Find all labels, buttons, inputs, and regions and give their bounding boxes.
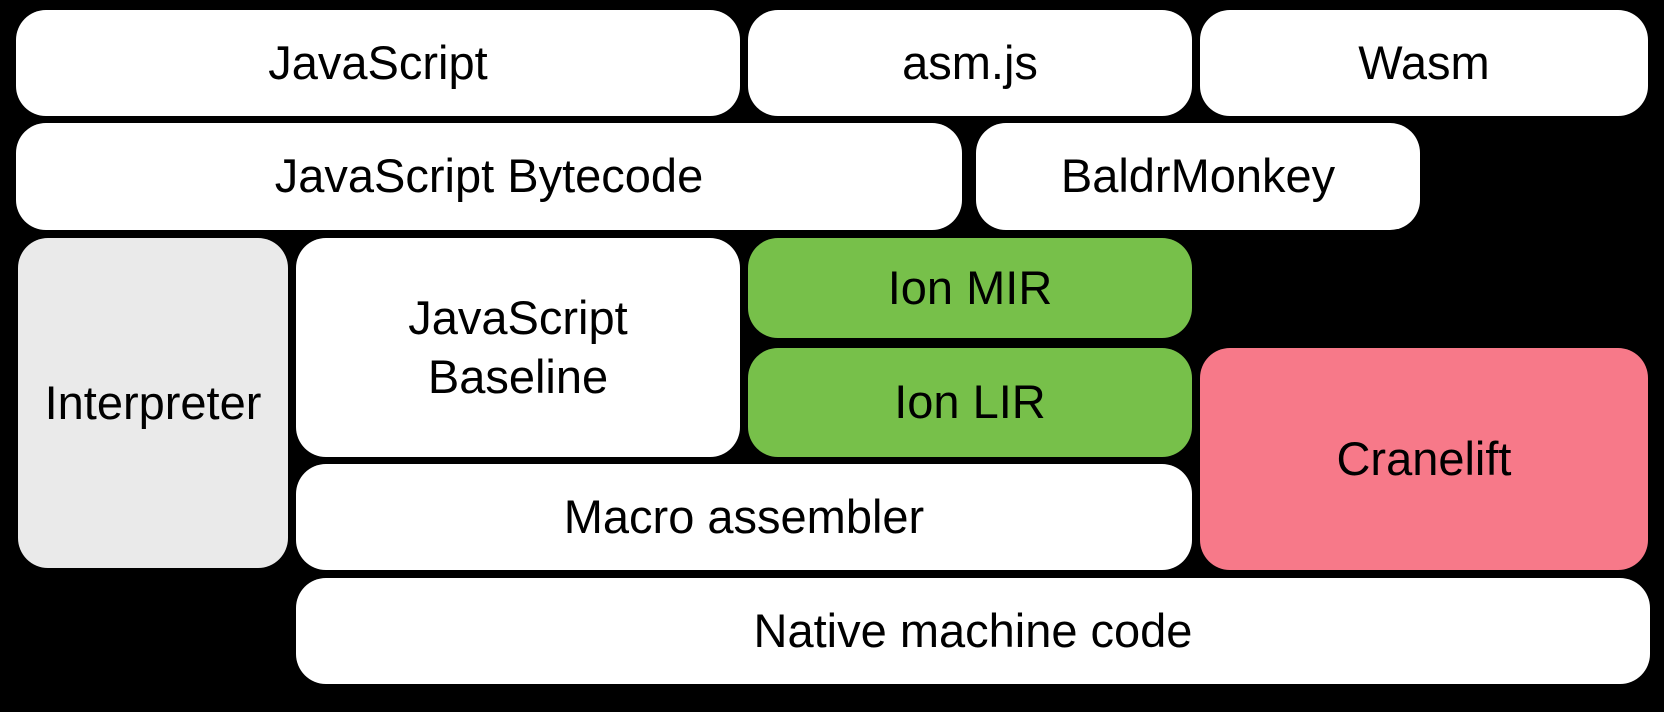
box-javascript-baseline-line2: Baseline (427, 349, 609, 403)
box-javascript-bytecode-label: JavaScript Bytecode (274, 149, 704, 203)
box-asmjs-label: asm.js (902, 35, 1038, 89)
box-javascript-label: JavaScript (268, 35, 488, 89)
box-wasm: Wasm (1200, 10, 1648, 116)
box-macro-assembler: Macro assembler (296, 464, 1192, 570)
box-javascript: JavaScript (16, 10, 740, 116)
box-native-machine-code: Native machine code (296, 578, 1650, 684)
box-asmjs: asm.js (748, 10, 1192, 116)
box-cranelift-label: Cranelift (1336, 431, 1512, 485)
box-ion-mir: Ion MIR (748, 238, 1192, 338)
box-baldrmonkey-label: BaldrMonkey (1060, 149, 1336, 203)
box-javascript-baseline-line1: JavaScript (408, 290, 628, 344)
box-ion-mir-label: Ion MIR (887, 260, 1053, 314)
box-javascript-baseline-label: JavaScript Baseline (408, 289, 627, 407)
box-interpreter-label: Interpreter (44, 375, 262, 429)
box-javascript-bytecode: JavaScript Bytecode (16, 123, 962, 230)
box-baldrmonkey: BaldrMonkey (976, 123, 1420, 230)
box-interpreter: Interpreter (18, 238, 288, 568)
box-native-machine-code-label: Native machine code (753, 603, 1193, 657)
box-ion-lir: Ion LIR (748, 348, 1192, 457)
box-wasm-label: Wasm (1358, 35, 1490, 89)
box-macro-assembler-label: Macro assembler (563, 489, 925, 543)
box-javascript-baseline: JavaScript Baseline (296, 238, 740, 457)
box-ion-lir-label: Ion LIR (894, 375, 1046, 429)
box-cranelift: Cranelift (1200, 348, 1648, 570)
